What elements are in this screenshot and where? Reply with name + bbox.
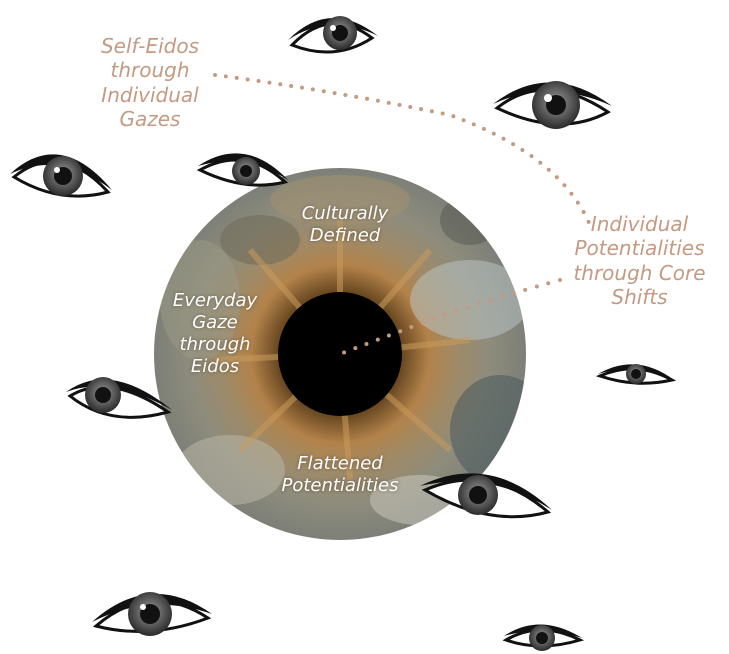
dotted-connector-inner bbox=[338, 278, 562, 356]
eye-icon bbox=[595, 364, 677, 385]
pupil bbox=[278, 292, 402, 416]
everyday-gaze-label: Everyday Gaze through Eidos bbox=[172, 290, 258, 377]
eye-icon bbox=[92, 592, 212, 636]
eye-icon bbox=[420, 473, 552, 519]
individual-potentialities-label: Individual Potentialities through Core S… bbox=[573, 212, 706, 310]
flattened-potentialities-label: Flattened Potentialities bbox=[281, 453, 399, 496]
eye-icon bbox=[502, 624, 585, 651]
eye-icon bbox=[493, 81, 612, 129]
self-eidos-label: Self-Eidos through Individual Gazes bbox=[100, 34, 199, 132]
eye-icon bbox=[10, 154, 112, 198]
eye-icon bbox=[66, 377, 172, 419]
culturally-defined-label: Culturally Defined bbox=[301, 203, 389, 246]
eye-icon bbox=[196, 153, 289, 187]
eye-icon bbox=[288, 16, 378, 54]
